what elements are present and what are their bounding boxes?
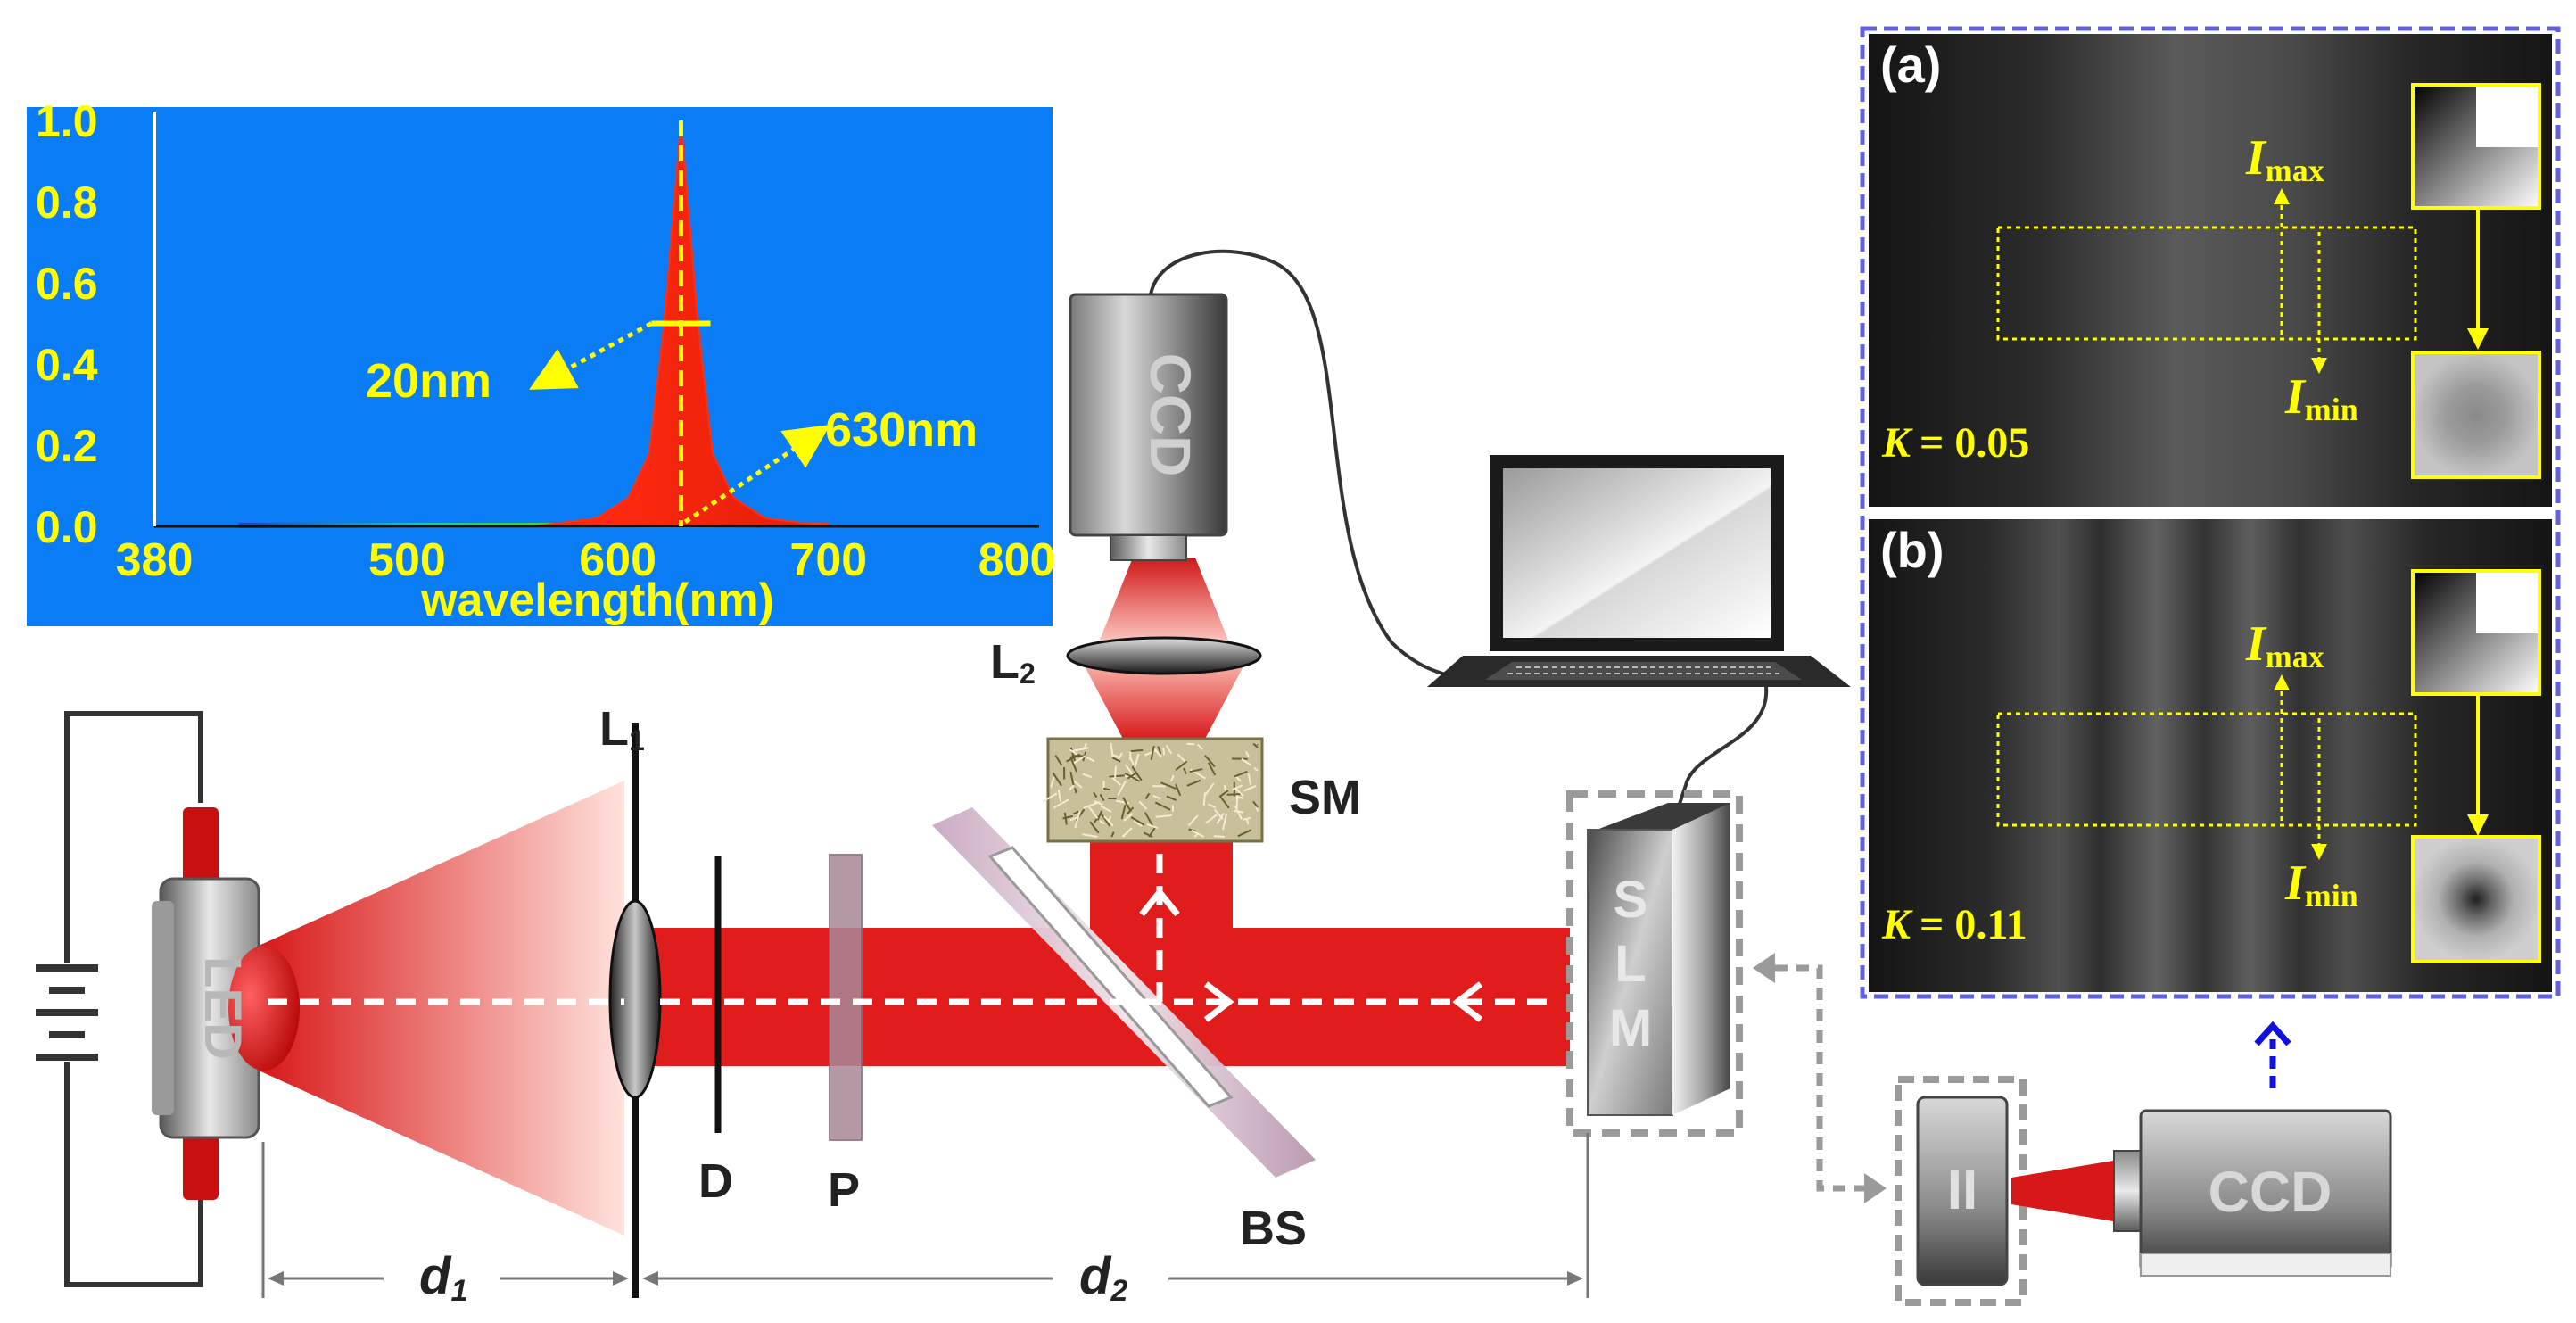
panel-a-label: (a): [1880, 37, 1941, 93]
panel-a-imin-label: Imin: [2284, 369, 2358, 427]
spectrum-x-tick-label: 500: [368, 534, 446, 586]
laptop-cable: [1675, 686, 1769, 813]
spectrum-chart: 1.0 0.8 0.6 0.4 0.2 0.0 380 500 600 700 800 wavele…: [27, 96, 1055, 626]
panel-b-label: (b): [1880, 522, 1944, 578]
panel-a-k-value: K= 0.05: [1881, 419, 2029, 467]
scattering-texture: [1042, 742, 1259, 838]
lens2: [1066, 636, 1262, 675]
peak-arrow: [683, 425, 830, 525]
ccd-camera-top: CCD: [1069, 293, 1228, 561]
beamsplitter-label: BS: [1240, 1202, 1307, 1255]
ii-label: II: [1947, 1160, 1977, 1221]
spectrum-y-tick-label: 0.6: [36, 259, 98, 309]
spectrum-plot-area: [153, 112, 1039, 528]
battery-circuit-wire: [64, 711, 203, 1287]
led-light-cone: [259, 781, 624, 1236]
ccd-top-label: CCD: [1138, 353, 1202, 477]
led-label: LED: [194, 956, 252, 1060]
focused-beam: [1084, 665, 1244, 740]
panel-a-thumb-bottom: [2411, 351, 2541, 479]
lens1-label: L1: [599, 702, 645, 757]
battery-icon: [36, 964, 98, 1061]
ii-beam: [2011, 1160, 2118, 1222]
spectrum-x-tick-label: 800: [978, 534, 1056, 586]
spectrum-ticks: 1.0 0.8 0.6 0.4 0.2 0.0 380 500 600 700 800: [36, 96, 1055, 586]
fwhm-label: 20nm: [366, 354, 491, 408]
polarizer: [829, 854, 863, 1141]
panels-dashed-frame: [1860, 26, 2561, 999]
spectrum-xlabel: wavelength(nm): [420, 575, 774, 626]
beam-direction-up-icon: [1139, 887, 1180, 917]
distance1-label: d1: [419, 1247, 467, 1308]
beamsplitter: [932, 807, 1316, 1178]
distance-markers: [261, 1133, 1589, 1298]
ccd-camera-bottom: CCD: [2113, 1109, 2392, 1277]
ccd-beam: [1097, 558, 1231, 647]
slm: S L M: [1587, 803, 1730, 1116]
ccd-cable: [1149, 249, 1482, 680]
spectrum-y-tick-label: 1.0: [36, 96, 98, 146]
panel-b-imin-label: Imin: [2284, 856, 2358, 914]
polarizer-label: P: [828, 1163, 860, 1217]
panel-b-thumb-bottom: [2411, 835, 2541, 963]
panel-a: (a) Imax Imin K= 0.05: [1869, 34, 2552, 507]
spectrum-y-tick-label: 0.2: [36, 421, 98, 471]
connector-arrow-left-icon: [1753, 953, 1775, 983]
spectrum-x-tick-label: 600: [579, 534, 656, 586]
beam-direction-right-icon: [1203, 981, 1234, 1022]
connector-arrow-right-icon: [1864, 1173, 1887, 1203]
lens2-label: L2: [990, 635, 1036, 690]
slm-label-s: S: [1614, 871, 1648, 929]
diaphragm-label: D: [698, 1154, 733, 1208]
panel-b-imax-label: Imax: [2245, 616, 2324, 674]
panel-b: (b) Imax Imin K= 0.11: [1869, 519, 2552, 992]
panel-a-roi-box: [1996, 226, 2417, 341]
spectrum-y-tick-label: 0.8: [36, 178, 98, 227]
slm-label-l: L: [1614, 935, 1646, 993]
ccd-to-panel-arrow-head-icon: [2254, 1021, 2291, 1046]
distance2-label: d2: [1079, 1247, 1127, 1308]
beam-direction-left-icon: [1452, 981, 1483, 1022]
lens1: [608, 899, 662, 1099]
peak-label: 630nm: [825, 403, 978, 457]
scattering-medium: [1042, 737, 1264, 843]
image-intensifier: II: [1916, 1096, 2009, 1286]
scattering-medium-label: SM: [1289, 771, 1361, 824]
spectrum-series-area: [154, 120, 1039, 527]
spectrum-x-tick-label: 380: [116, 534, 194, 586]
spectrum-y-tick-label: 0.0: [36, 502, 98, 552]
slm-label-m: M: [1609, 999, 1652, 1057]
spectrum-x-tick-label: 700: [789, 534, 867, 586]
fwhm-arrow: [529, 321, 653, 390]
led-source: LED: [152, 807, 300, 1200]
panel-b-k-value: K= 0.11: [1881, 901, 2027, 948]
panel-b-roi-box: [1996, 712, 2417, 827]
ccd-bottom-label: CCD: [2209, 1160, 2332, 1224]
panel-a-imax-label: Imax: [2245, 130, 2324, 188]
led-dome: [228, 946, 300, 1071]
laptop-icon: [1427, 455, 1851, 687]
spectrum-y-tick-label: 0.4: [36, 340, 98, 390]
slm-ii-connector: [1775, 964, 1864, 1192]
